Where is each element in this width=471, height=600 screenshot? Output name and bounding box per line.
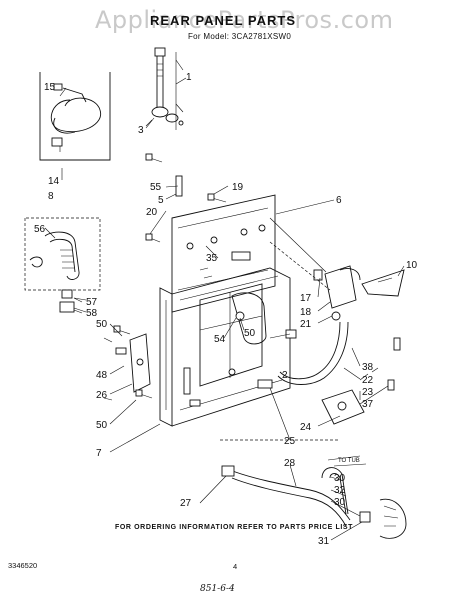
callout-21: 21 — [300, 319, 312, 330]
screws-drawing — [113, 153, 227, 399]
page-title: REAR PANEL PARTS — [150, 13, 297, 28]
callout-54: 54 — [214, 334, 226, 345]
ordering-note: FOR ORDERING INFORMATION REFER TO PARTS … — [115, 524, 354, 531]
callout-30-lower: 30 — [334, 497, 346, 508]
drain-outlet-drawing — [220, 439, 407, 539]
page-number: 4 — [233, 562, 238, 571]
drain-hose-drawing — [24, 217, 101, 313]
model-subtitle: For Model: 3CA2781XSW0 — [188, 32, 292, 41]
callout-37: 37 — [362, 399, 374, 410]
callout-15: 15 — [44, 82, 56, 93]
water-lines-drawing — [257, 321, 401, 425]
callout-55: 55 — [150, 182, 162, 193]
callout-25: 25 — [284, 436, 296, 447]
document-part-number: 3346520 — [8, 561, 38, 570]
rear-panel-drawing — [171, 194, 276, 313]
side-bracket-drawing — [103, 333, 151, 401]
callout-38: 38 — [362, 362, 374, 373]
callout-57: 57 — [86, 297, 98, 308]
callout-50-left-lower: 50 — [96, 420, 108, 431]
callout-50-center: 50 — [244, 328, 256, 339]
callout-23: 23 — [362, 387, 374, 398]
callout-labels: 1 2 3 5 6 7 8 10 14 15 17 18 19 20 21 22… — [34, 72, 418, 547]
callout-19: 19 — [232, 182, 244, 193]
callout-27: 27 — [180, 498, 192, 509]
cabinet-frame-drawing — [159, 267, 291, 427]
callout-1: 1 — [186, 72, 192, 83]
callout-30-upper: 30 — [334, 473, 346, 484]
handwritten-note: 851-6-4 — [200, 584, 235, 594]
callout-5: 5 — [158, 195, 164, 206]
watermark: AppliancePartsPros.com — [95, 6, 394, 34]
callout-31: 31 — [318, 536, 330, 547]
callout-24: 24 — [300, 422, 312, 433]
callout-56: 56 — [34, 224, 46, 235]
callout-48: 48 — [96, 370, 108, 381]
callout-35: 35 — [206, 253, 218, 264]
callout-3: 3 — [138, 125, 144, 136]
callout-50-left-upper: 50 — [96, 319, 108, 330]
leader-lines — [44, 77, 405, 541]
callout-6: 6 — [336, 195, 342, 206]
callout-58: 58 — [86, 308, 98, 319]
callout-18: 18 — [300, 307, 312, 318]
callout-26: 26 — [96, 390, 108, 401]
callout-20: 20 — [146, 207, 158, 218]
callout-2: 2 — [282, 370, 288, 381]
callout-22: 22 — [362, 375, 374, 386]
to-tub-tag: TO TUB — [333, 458, 367, 467]
inlet-fitting-drawing — [145, 47, 184, 130]
callout-14: 14 — [48, 176, 60, 187]
to-tub-label: TO TUB — [338, 458, 360, 464]
callout-32: 32 — [334, 485, 346, 496]
callout-17: 17 — [300, 293, 312, 304]
callout-10: 10 — [406, 260, 418, 271]
callout-7: 7 — [96, 448, 102, 459]
callout-28: 28 — [284, 458, 296, 469]
power-cord-drawing — [39, 72, 111, 161]
valve-pump-drawing — [269, 217, 405, 321]
callout-8: 8 — [48, 191, 54, 202]
